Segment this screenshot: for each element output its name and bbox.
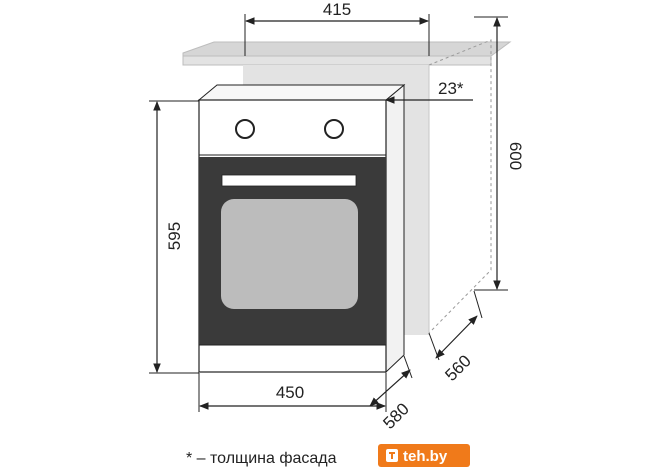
oven-top (197, 84, 406, 101)
oven-side (385, 83, 405, 374)
cabinet-top-shelf (182, 41, 512, 57)
dimension-label-595: 595 (165, 222, 184, 250)
footnote: * – толщина фасада (186, 450, 337, 467)
left-knob-icon (235, 119, 255, 139)
dimension-label-560: 560 (441, 351, 474, 384)
dimension-cabinet-width: 415 (244, 0, 430, 56)
dimension-label-580: 580 (379, 399, 412, 432)
dimension-oven-height: 595 (149, 100, 199, 374)
dimension-label-450: 450 (276, 383, 304, 402)
dimension-facade-offset: 23* (385, 79, 473, 104)
teh-by-watermark: teh.by (378, 444, 470, 467)
dimension-label-415: 415 (323, 0, 351, 19)
dimension-cabinet-depth: 560 (428, 290, 483, 385)
dimension-label-600: 600 (506, 142, 525, 170)
right-knob-icon (324, 119, 344, 139)
watermark-text: teh.by (403, 448, 448, 465)
dimension-oven-width: 450 (198, 373, 387, 412)
door-window (221, 199, 358, 309)
dimension-cabinet-height: 600 (474, 16, 525, 291)
dimension-label-23: 23* (438, 79, 464, 98)
door-handle (221, 174, 357, 187)
oven (197, 83, 406, 374)
cabinet-top-front (182, 55, 492, 66)
